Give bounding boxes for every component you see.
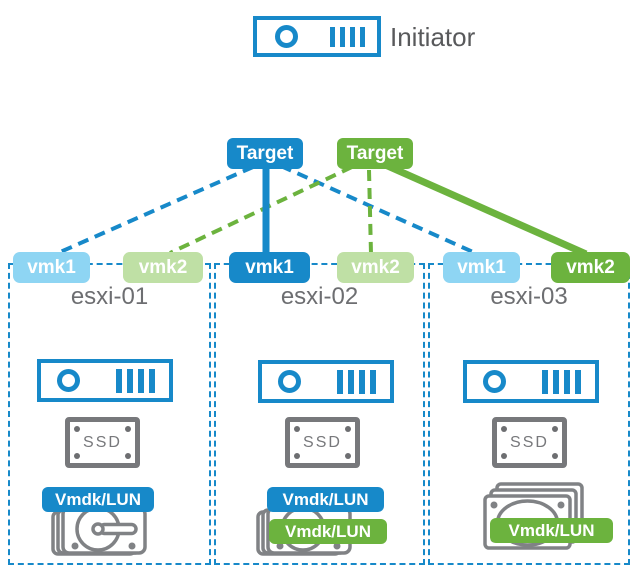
vmk-esxi03-vmk2: vmk2 (551, 252, 630, 283)
host-name-esxi-02: esxi-02 (280, 283, 359, 310)
lun-label-esxi02-blue: Vmdk/LUN (267, 487, 384, 512)
server-vent-bars (337, 369, 376, 394)
lun-label-esxi02-green: Vmdk/LUN (269, 519, 387, 544)
connection-target-green-to-esxi-01.vmk2 (169, 165, 353, 255)
host-name-esxi-01: esxi-01 (70, 283, 149, 310)
server-vent-bars (542, 369, 581, 394)
server-vent-bars (330, 26, 365, 47)
target-green-label: Target (337, 138, 413, 169)
initiator-icon (253, 16, 381, 57)
server-led-circle (275, 25, 298, 48)
lun-label-esxi03-green: Vmdk/LUN (490, 518, 613, 543)
vmk-esxi02-vmk2: vmk2 (337, 252, 414, 283)
connection-target-green-to-esxi-03.vmk2 (379, 159, 588, 258)
connection-target-green-to-esxi-02.vmk2 (367, 169, 373, 255)
ssd-label: SSD (510, 433, 549, 451)
connection-target-blue-to-esxi-01.vmk1 (57, 165, 254, 255)
ssd-label: SSD (83, 433, 122, 451)
legend-label: Initiator (390, 22, 476, 52)
host-box-esxi-01 (8, 263, 211, 565)
host-box-esxi-03 (428, 263, 630, 565)
ssd-label: SSD (303, 433, 342, 451)
vmk-esxi03-vmk1: vmk1 (443, 252, 520, 283)
server-icon-esxi-03 (463, 360, 599, 403)
vmk-esxi01-vmk2: vmk2 (123, 252, 203, 283)
server-vent-bars (116, 368, 155, 393)
lun-label-esxi01-blue: Vmdk/LUN (42, 487, 154, 512)
server-icon-esxi-01 (37, 359, 173, 402)
connection-target-blue-to-esxi-03.vmk1 (280, 164, 474, 254)
server-led-circle (278, 370, 301, 393)
vmk-esxi02-vmk1: vmk1 (229, 252, 310, 283)
server-led-circle (57, 369, 80, 392)
vmk-esxi01-vmk1: vmk1 (13, 252, 90, 283)
ssd-icon-esxi-01: SSD (65, 417, 140, 468)
host-box-esxi-02 (214, 263, 425, 565)
host-name-esxi-03: esxi-03 (490, 283, 568, 310)
server-led-circle (483, 370, 506, 393)
ssd-icon-esxi-02: SSD (285, 417, 360, 468)
target-blue-label: Target (227, 138, 303, 169)
ssd-icon-esxi-03: SSD (492, 417, 567, 468)
hard-disk-icon-esxi-01 (51, 506, 147, 556)
server-icon-esxi-02 (258, 360, 394, 403)
